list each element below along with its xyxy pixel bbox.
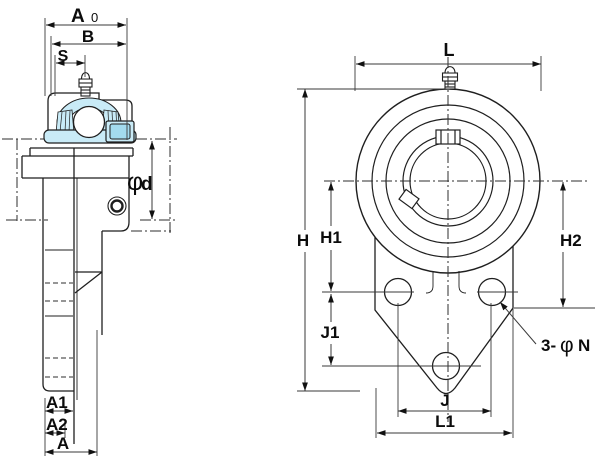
label-l: L xyxy=(444,40,455,60)
bearing-section xyxy=(43,72,137,144)
bracket-side-profile xyxy=(21,147,134,444)
label-n-count: 3- xyxy=(541,336,556,355)
set-screw-side xyxy=(398,188,420,210)
right-centerlines xyxy=(322,57,590,422)
label-l1: L1 xyxy=(435,412,455,431)
label-n-phi: φ xyxy=(560,334,574,357)
label-a: A xyxy=(57,434,69,453)
left-dimensions xyxy=(44,18,155,456)
rib-edges xyxy=(425,271,467,294)
label-phi-d-symbol: φ xyxy=(127,168,143,196)
right-dimensions xyxy=(297,56,595,438)
label-phi-d-letter: d xyxy=(141,174,153,195)
grease-zerk-right xyxy=(441,66,459,90)
right-view: L H H1 H2 J1 J L1 3- φ N xyxy=(297,40,595,438)
bearing-ball xyxy=(72,105,106,139)
grease-zerk-left xyxy=(78,72,93,97)
label-h: H xyxy=(297,231,309,250)
label-s: S xyxy=(58,48,69,65)
label-a2: A2 xyxy=(46,415,68,434)
label-n-letter: N xyxy=(578,336,590,355)
left-centerlines xyxy=(2,127,177,233)
label-j1: J1 xyxy=(321,323,340,342)
label-a1: A1 xyxy=(46,393,68,412)
label-a0-letter: A xyxy=(71,6,85,27)
label-b: B xyxy=(82,27,94,46)
left-view: A 0 B S φ d A1 A2 A xyxy=(2,6,177,456)
label-h2: H2 xyxy=(560,231,582,250)
label-a0-subscript: 0 xyxy=(91,10,98,25)
label-h1: H1 xyxy=(320,228,342,247)
locking-collar-inner xyxy=(109,123,131,140)
side-bolt-hole-ring xyxy=(110,199,124,213)
label-j: J xyxy=(440,391,449,410)
